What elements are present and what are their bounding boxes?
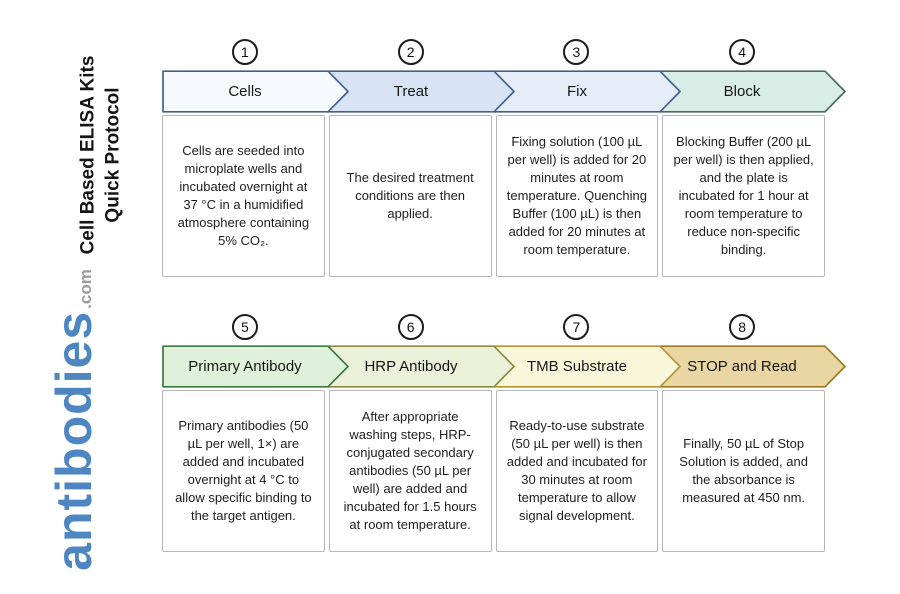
step-number-badge: 2 [397,39,424,65]
step-arrow-label: Treat [394,83,429,100]
step-number-badge: 6 [397,314,424,340]
brand-logo-suffix: .com [76,269,95,309]
step-description-row-1: Cells are seeded into microplate wells a… [162,115,825,277]
step-description-text: Finally, 50 µL of Stop Solution is added… [679,436,808,505]
step-description-text: The desired treatment conditions are the… [346,170,474,221]
step-description-box: Ready-to-use substrate (50 µL per well) … [495,390,659,552]
step-description-box: The desired treatment conditions are the… [328,115,492,277]
step-arrow-label: Primary Antibody [188,358,302,375]
step-description-box: Finally, 50 µL of Stop Solution is added… [662,390,825,552]
step-arrow-label: HRP Antibody [364,358,458,375]
step-arrow-banner-row-1: Cells Treat Fix Block [162,70,846,113]
step-arrow-label: Block [724,83,761,100]
step-description-text: Fixing solution (100 µL per well) is add… [506,134,647,257]
brand-logo: antibodies.com [46,269,102,571]
protocol-row-1: 1 2 3 4 Cells Treat Fix Block Cells are … [162,39,854,277]
step-description-text: Primary antibodies (50 µL per well, 1×) … [175,418,312,523]
page-title-line1: Cell Based ELISA Kits [77,55,99,255]
step-description-row-2: Primary antibodies (50 µL per well, 1×) … [162,390,825,552]
step-number-badge: 5 [231,314,258,340]
step-description-text: Blocking Buffer (200 µL per well) is the… [673,134,814,257]
step-description-text: Cells are seeded into microplate wells a… [177,143,310,248]
step-number-badges-row-1: 1 2 3 4 [162,39,825,65]
step-number-badge: 7 [563,314,590,340]
step-arrow-shape [162,70,349,113]
page-title: Cell Based ELISA Kits Quick Protocol [76,56,125,255]
step-arrow-shape [493,70,681,113]
step-description-text: Ready-to-use substrate (50 µL per well) … [506,418,647,523]
step-description-box: After appropriate washing steps, HRP-con… [328,390,492,552]
page-title-line2: Quick Protocol [102,87,123,223]
protocol-row-2: 5 6 7 8 Primary Antibody HRP Antibody TM… [162,314,854,552]
step-arrow-label: TMB Substrate [527,358,627,375]
step-arrow-shape [162,345,349,388]
step-description-box: Fixing solution (100 µL per well) is add… [495,115,659,277]
step-description-box: Cells are seeded into microplate wells a… [162,115,325,277]
step-arrow-label: STOP and Read [687,358,797,375]
brand-logo-text: antibodies [46,310,102,571]
step-number-badge: 8 [729,314,756,340]
step-number-badge: 1 [231,39,258,65]
step-description-box: Primary antibodies (50 µL per well, 1×) … [162,390,325,552]
step-arrow-label: Cells [228,83,261,100]
step-number-badge: 4 [729,39,756,65]
step-number-badges-row-2: 5 6 7 8 [162,314,825,340]
step-arrow-banner-row-2: Primary Antibody HRP Antibody TMB Substr… [162,345,846,388]
step-arrow-label: Fix [567,83,587,100]
step-number-badge: 3 [563,39,590,65]
step-description-box: Blocking Buffer (200 µL per well) is the… [662,115,825,277]
step-description-text: After appropriate washing steps, HRP-con… [343,409,477,532]
